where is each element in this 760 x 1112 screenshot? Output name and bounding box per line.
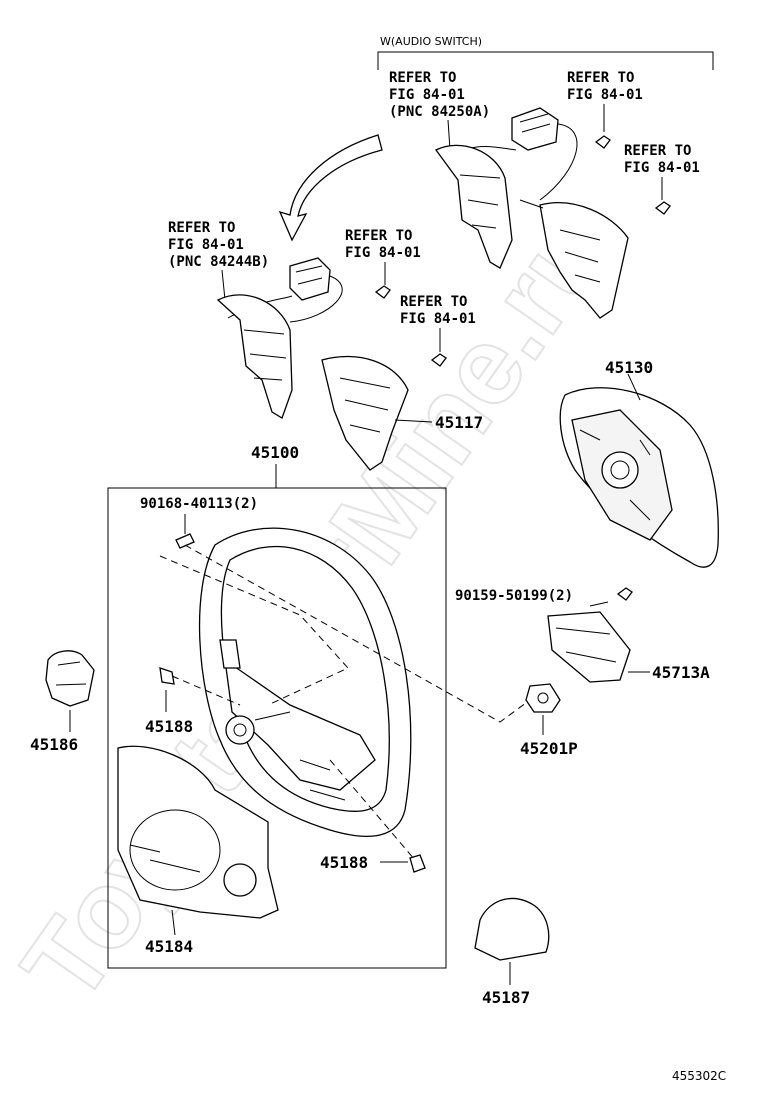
screw-90159 [616, 587, 633, 601]
svg-text:REFER TO: REFER TO [567, 70, 634, 86]
group-box [107, 487, 447, 969]
svg-text:REFER TO: REFER TO [389, 70, 456, 86]
nut-45201P [525, 683, 561, 713]
screw-45188-upper [159, 667, 175, 685]
part-number-45187: 45187 [482, 988, 530, 1007]
assembly-arrow [278, 134, 383, 242]
part-number-45201P: 45201P [520, 739, 578, 758]
screw-icon [430, 353, 447, 367]
screw-icon [594, 135, 671, 215]
steering-wheel-group: 45100 90168-40113(2) 45188 [107, 443, 531, 969]
reference-b: REFER TO FIG 84-01 [567, 70, 643, 132]
reference-f: REFER TO FIG 84-01 [400, 294, 476, 352]
audio-switch-right [435, 107, 671, 319]
svg-text:REFER TO: REFER TO [168, 220, 235, 236]
svg-text:FIG 84-01: FIG 84-01 [567, 87, 643, 103]
svg-text:REFER TO: REFER TO [345, 228, 412, 244]
svg-text:FIG 84-01: FIG 84-01 [624, 160, 700, 176]
emblem-45187 [474, 897, 550, 961]
svg-text:FIG 84-01: FIG 84-01 [168, 237, 244, 253]
audio-switch-left [216, 257, 391, 419]
screw-45188-lower [409, 854, 426, 873]
svg-text:REFER TO: REFER TO [624, 143, 691, 159]
part-number-45117: 45117 [435, 413, 483, 432]
svg-text:FIG 84-01: FIG 84-01 [345, 245, 421, 261]
airbag-45130: 45130 [559, 358, 719, 568]
bolt-icon [175, 533, 195, 549]
svg-text:(PNC 84244B): (PNC 84244B) [168, 254, 269, 270]
steering-wheel [198, 527, 412, 837]
part-number-45713A: 45713A [652, 663, 710, 682]
figure-id: 455302C [672, 1069, 726, 1083]
lower-cover-45184 [117, 745, 279, 919]
reference-e: REFER TO FIG 84-01 [345, 228, 421, 285]
svg-text:FIG 84-01: FIG 84-01 [400, 311, 476, 327]
screw-icon [374, 285, 391, 299]
part-number-90168: 90168-40113(2) [140, 496, 258, 512]
svg-text:(PNC 84250A): (PNC 84250A) [389, 104, 490, 120]
audio-switch-label: W(AUDIO SWITCH) [380, 35, 482, 48]
bracket-45713A [547, 611, 631, 683]
part-number-45188-lower: 45188 [320, 853, 368, 872]
reference-a: REFER TO FIG 84-01 (PNC 84250A) [389, 70, 490, 151]
reference-d: REFER TO FIG 84-01 (PNC 84244B) [168, 220, 269, 301]
svg-text:REFER TO: REFER TO [400, 294, 467, 310]
part-number-45130: 45130 [605, 358, 653, 377]
cover-45117: 45117 [321, 353, 483, 471]
part-number-45184: 45184 [145, 937, 193, 956]
part-number-45188-upper: 45188 [145, 717, 193, 736]
audio-switch-bracket: W(AUDIO SWITCH) [377, 35, 714, 70]
part-number-45100: 45100 [251, 443, 299, 462]
part-number-45186: 45186 [30, 735, 78, 754]
svg-text:FIG 84-01: FIG 84-01 [389, 87, 465, 103]
reference-c: REFER TO FIG 84-01 [624, 143, 700, 200]
part-number-90159: 90159-50199(2) [455, 588, 573, 604]
cap-45186 [45, 650, 95, 707]
